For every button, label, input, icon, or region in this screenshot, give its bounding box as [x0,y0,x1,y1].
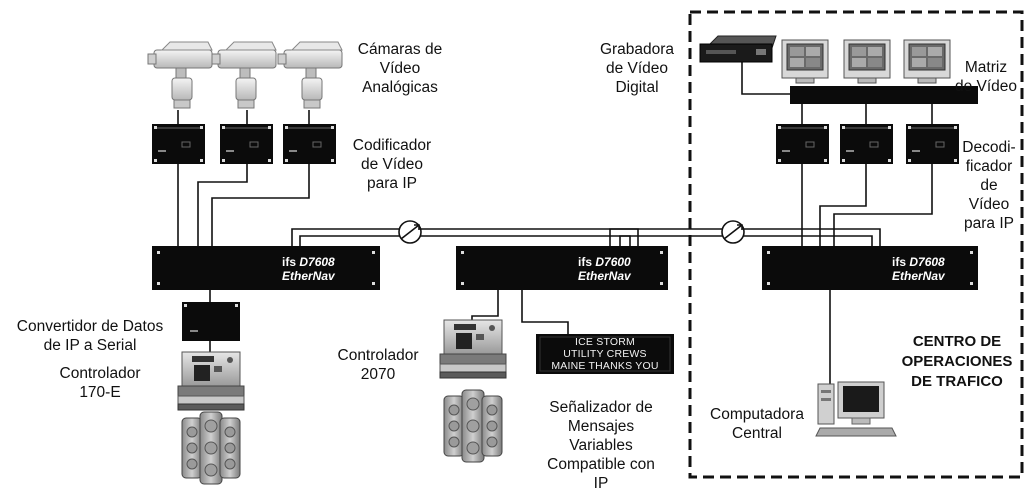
ip-serial-converter [182,302,240,341]
label-toc-line-1: CENTRO DE [912,333,1002,350]
switch-right-name: EtherNav [892,269,945,283]
switch-center-label: ifs D7600 EtherNav [578,255,631,283]
switch-center [456,246,668,290]
video-encoder-3 [282,123,337,165]
switch-left-brand: ifs [282,255,297,269]
sign-line-1: ICE STORM [575,336,635,348]
analog-camera-1 [147,41,213,109]
label-dvr-line-3: Digital [615,79,659,96]
switch-right-brand: ifs [892,255,907,269]
switch-left-label: ifs D7608 EtherNav [282,255,335,283]
sign-line-2: UTILITY CREWS [563,348,647,360]
traffic-light-center [443,389,503,463]
switch-left-name: EtherNav [282,269,335,283]
switch-center-brand: ifs [578,255,593,269]
label-toc-line-2: OPERACIONES [901,353,1013,370]
operations-center-boundary [688,10,1024,479]
label-dvr: Grabadora de Vídeo Digital [590,40,684,97]
label-converter-line-1: Convertidor de Datos [16,318,164,335]
video-encoder-1 [151,123,206,165]
video-decoder-3 [905,123,960,165]
video-decoder-1 [775,123,830,165]
switch-center-name: EtherNav [578,269,631,283]
label-controller-2070-line-1: Controlador [337,347,419,364]
analog-camera-2 [211,41,277,109]
sign-message: ICE STORM UTILITY CREWS MAINE THANKS YOU [540,336,670,372]
fiber-connector-right [721,220,745,244]
switch-center-model: D7600 [595,255,631,269]
label-computer-line-1: Computadora [710,406,804,423]
monitor-2 [843,39,891,84]
label-encoder-line-3: para IP [367,175,417,192]
controller-170e [177,351,245,411]
label-encoder: Codificador de Vídeo para IP [340,136,444,193]
label-cameras-line-3: Analógicas [362,79,438,96]
label-toc-line-3: DE TRAFICO [911,373,1003,390]
traffic-light-left [181,411,241,485]
label-matrix-line-1: Matriz [964,59,1008,76]
digital-video-recorder [699,35,777,63]
label-controller-2070: Controlador 2070 [322,346,434,384]
switch-left [152,246,380,290]
label-vms: Señalizador de Mensajes Variables Compat… [536,398,666,493]
switch-left-model: D7608 [299,255,335,269]
label-cameras: Cámaras de Vídeo Analógicas [340,40,460,97]
label-encoder-line-1: Codificador [352,137,432,154]
label-controller-2070-line-2: 2070 [360,366,396,383]
label-vms-line-1: Señalizador de [549,399,653,416]
label-converter: Convertidor de Datos de IP a Serial [2,317,178,355]
label-controller-170e-line-1: Controlador [59,365,141,382]
connection-lines [177,60,933,411]
video-matrix [790,86,978,104]
label-computer-line-2: Central [732,425,782,442]
video-decoder-2 [839,123,894,165]
video-encoder-2 [219,123,274,165]
label-vms-line-2: Mensajes [567,418,635,435]
label-toc: CENTRO DE OPERACIONES DE TRAFICO [890,332,1024,392]
central-computer [815,381,897,437]
label-dvr-line-2: de Vídeo [605,60,669,77]
label-matrix: Matriz de Vídeo [948,58,1024,96]
label-matrix-line-2: de Vídeo [954,78,1018,95]
switch-right [762,246,978,290]
label-vms-line-3: Variables [569,437,633,454]
variable-message-sign [536,334,674,374]
label-decoder-line-5: para IP [964,215,1014,232]
label-decoder-line-1: Decodi- [962,139,1016,156]
switch-right-label: ifs D7608 EtherNav [892,255,945,283]
label-decoder-line-4: Vídeo [968,196,1010,213]
label-vms-line-5: IP [593,475,609,492]
controller-2070 [439,319,507,379]
label-cameras-line-1: Cámaras de [357,41,443,58]
label-converter-line-2: de IP a Serial [43,337,137,354]
label-cameras-line-2: Vídeo [379,60,421,77]
monitor-3 [903,39,951,84]
label-decoder-line-2: ficador [965,158,1013,175]
label-decoder: Decodi- ficador de Vídeo para IP [954,138,1024,233]
analog-camera-3 [277,41,343,109]
sign-line-3: MAINE THANKS YOU [551,360,659,372]
fiber-ring [291,228,881,246]
label-dvr-line-1: Grabadora [599,41,675,58]
label-vms-line-4: Compatible con [547,456,655,473]
label-controller-170e-line-2: 170-E [79,384,121,401]
label-encoder-line-2: de Vídeo [360,156,424,173]
label-controller-170e: Controlador 170-E [40,364,160,402]
label-decoder-line-3: de [980,177,998,194]
switch-right-model: D7608 [909,255,945,269]
label-computer: Computadora Central [702,405,812,443]
monitor-1 [781,39,829,84]
fiber-connector-left [398,220,422,244]
